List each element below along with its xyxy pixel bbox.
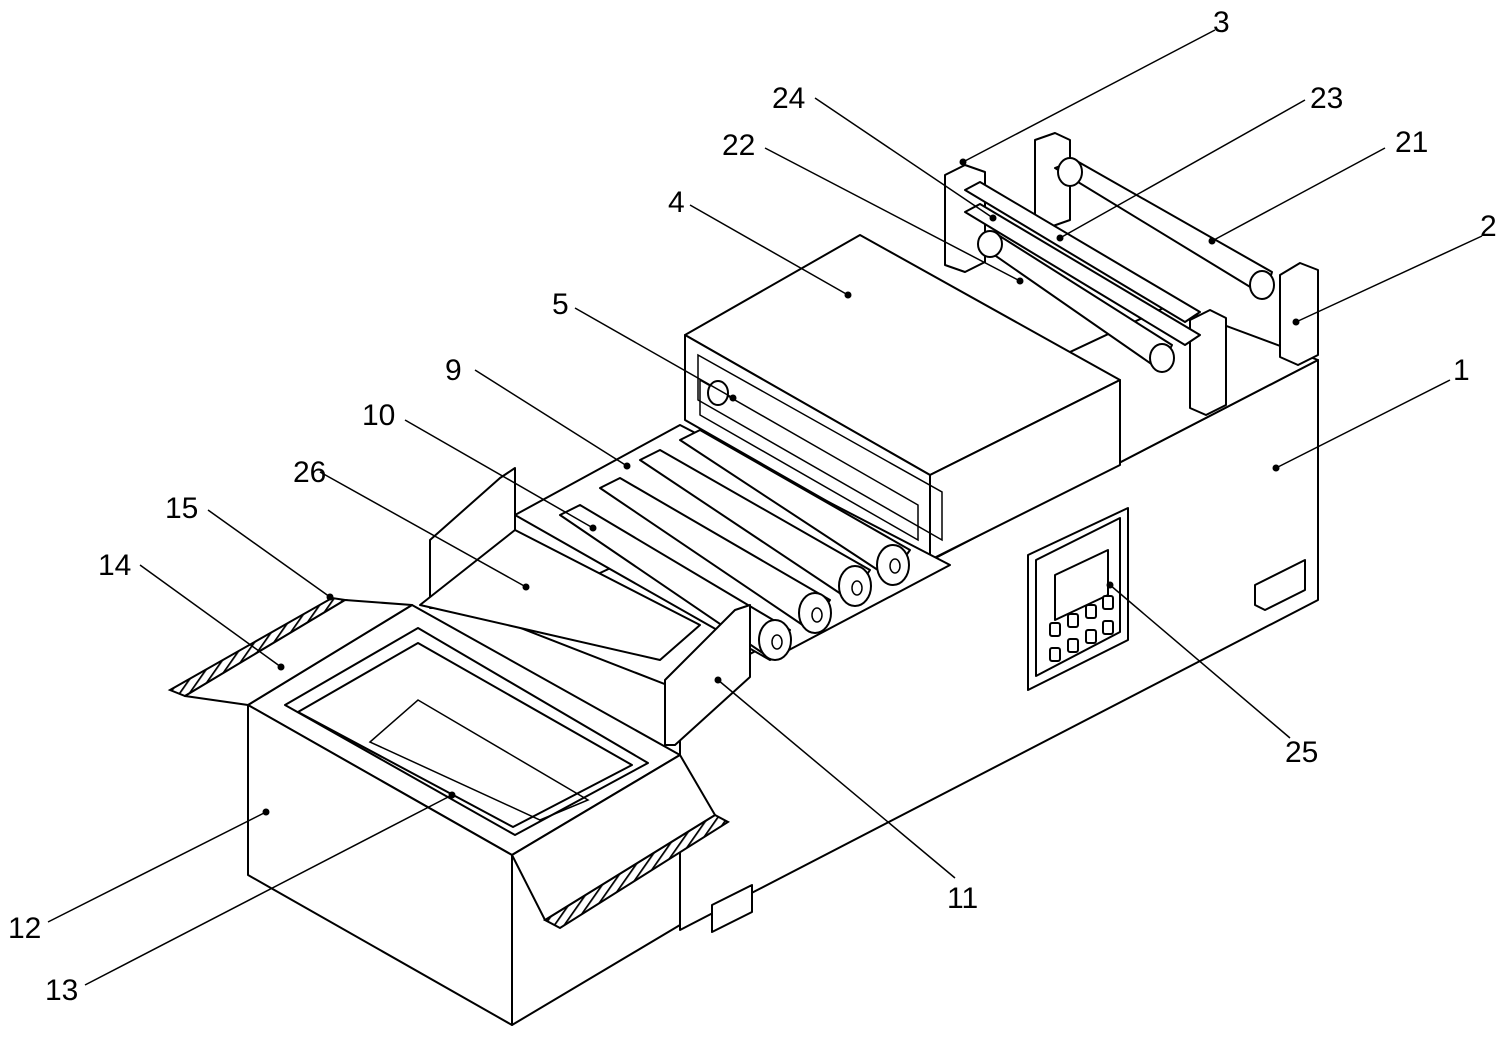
label-1: 1 (1453, 354, 1470, 387)
label-5: 5 (552, 288, 569, 321)
leader-dot (729, 394, 737, 402)
panel-button (1049, 647, 1061, 662)
leader-dot (844, 291, 852, 299)
winding-frame (944, 132, 1319, 416)
label-14: 14 (98, 549, 131, 582)
label-26: 26 (293, 456, 326, 489)
label-25: 25 (1285, 736, 1318, 769)
leader-dot (1292, 318, 1300, 326)
panel-button (1085, 629, 1097, 644)
label-11: 11 (947, 882, 978, 915)
leader-dot (1016, 277, 1024, 285)
leader-dot (448, 791, 456, 799)
label-15: 15 (165, 492, 198, 525)
heating-housing (684, 234, 1121, 561)
panel-button (1049, 622, 1061, 637)
leader-dot (1272, 464, 1280, 472)
panel-button (1067, 638, 1079, 653)
leader-dot (959, 158, 967, 166)
guide-plates (419, 467, 751, 746)
label-22: 22 (722, 129, 755, 162)
leader-lines (47, 29, 1483, 986)
panel-button (1085, 604, 1097, 619)
leader-dot (1106, 581, 1114, 589)
reference-numerals: 1 2 3 4 5 9 10 11 12 13 14 15 21 22 23 2… (8, 6, 1497, 1007)
panel-button (1102, 595, 1114, 610)
label-2: 2 (1480, 210, 1497, 243)
label-4: 4 (668, 186, 685, 219)
label-10: 10 (362, 399, 395, 432)
label-23: 23 (1310, 82, 1343, 115)
leader-dot (714, 676, 722, 684)
leader-dot (1208, 237, 1216, 245)
leader-dot (522, 583, 530, 591)
label-12: 12 (8, 912, 41, 945)
leader-dot (989, 214, 997, 222)
leader-dot (262, 808, 270, 816)
leader-dot (1056, 234, 1064, 242)
leader-dot (277, 663, 285, 671)
label-3: 3 (1213, 6, 1230, 39)
leader-dot (326, 593, 334, 601)
label-13: 13 (45, 974, 78, 1007)
label-24: 24 (772, 82, 805, 115)
leader-dot (623, 462, 631, 470)
control-panel (1027, 507, 1129, 691)
label-9: 9 (445, 354, 462, 387)
panel-button (1102, 620, 1114, 635)
panel-button (1067, 613, 1079, 628)
label-21: 21 (1395, 126, 1428, 159)
leader-dot (589, 524, 597, 532)
collection-box (167, 596, 730, 1026)
